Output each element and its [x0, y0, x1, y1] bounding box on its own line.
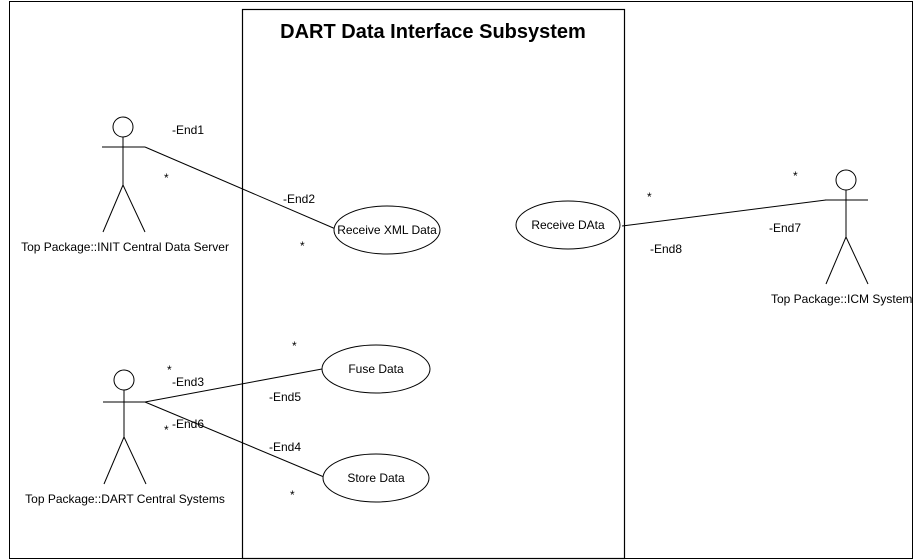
use-case-receive-xml-data[interactable]: Receive XML Data — [333, 205, 441, 255]
actor-right-leg — [123, 436, 147, 485]
end2-label: -End2 — [283, 192, 315, 206]
actor-dart-central-systems[interactable]: Top Package::DART Central Systems — [25, 369, 225, 506]
multiplicity-store-end: * — [290, 488, 295, 502]
use-case-label: Store Data — [347, 471, 405, 485]
end1-label: -End1 — [172, 123, 204, 137]
subsystem-title: DART Data Interface Subsystem — [280, 21, 586, 43]
use-case-label: Receive DAta — [531, 218, 605, 232]
use-case-ellipse — [321, 344, 431, 394]
actor-left-leg — [102, 184, 124, 233]
multiplicity-fuse-end: * — [292, 339, 297, 353]
association-dart-store[interactable] — [144, 401, 325, 478]
use-case-label: Fuse Data — [348, 362, 404, 376]
actor-head — [835, 169, 857, 191]
multiplicity-receive-xml-end: * — [300, 239, 305, 253]
end8-label: -End8 — [650, 242, 682, 256]
use-case-ellipse — [515, 200, 621, 250]
actor-init-central-data-server[interactable]: Top Package::INIT Central Data Server — [21, 116, 229, 254]
end6-label: -End6 — [172, 417, 204, 431]
subsystem-box — [241, 8, 626, 560]
actor-head — [112, 116, 134, 138]
actor-head — [113, 369, 135, 391]
multiplicity-icm-end: * — [793, 169, 798, 183]
association-icm-receive-data[interactable] — [621, 199, 827, 227]
actor-right-leg — [845, 236, 869, 285]
use-case-ellipse — [322, 453, 430, 503]
multiplicity-dart-store-end: * — [164, 423, 169, 437]
use-case-store-data[interactable]: Store Data — [322, 453, 430, 503]
actor-left-leg — [103, 436, 125, 485]
subsystem-boundary[interactable]: DART Data Interface Subsystem — [241, 8, 626, 560]
end3-label: -End3 — [172, 375, 204, 389]
actor-right-leg — [122, 184, 146, 233]
actor-label: Top Package::INIT Central Data Server — [21, 240, 229, 254]
association-dart-fuse[interactable] — [144, 368, 323, 403]
actor-icm-system[interactable]: Top Package::ICM System — [771, 169, 912, 306]
use-case-ellipse — [333, 205, 441, 255]
end7-label: -End7 — [769, 221, 801, 235]
use-case-receive-data[interactable]: Receive DAta — [515, 200, 621, 250]
multiplicity-dart-fuse-end: * — [167, 363, 172, 377]
use-case-fuse-data[interactable]: Fuse Data — [321, 344, 431, 394]
association-init-receive-xml[interactable] — [144, 146, 339, 231]
actor-label: Top Package::DART Central Systems — [25, 492, 225, 506]
use-case-label: Receive XML Data — [337, 223, 437, 237]
actor-label: Top Package::ICM System — [771, 292, 912, 306]
actor-left-leg — [825, 236, 847, 285]
multiplicity-init-end: * — [164, 171, 169, 185]
multiplicity-receive-data-end: * — [647, 190, 652, 204]
end4-label: -End4 — [269, 440, 301, 454]
end5-label: -End5 — [269, 390, 301, 404]
